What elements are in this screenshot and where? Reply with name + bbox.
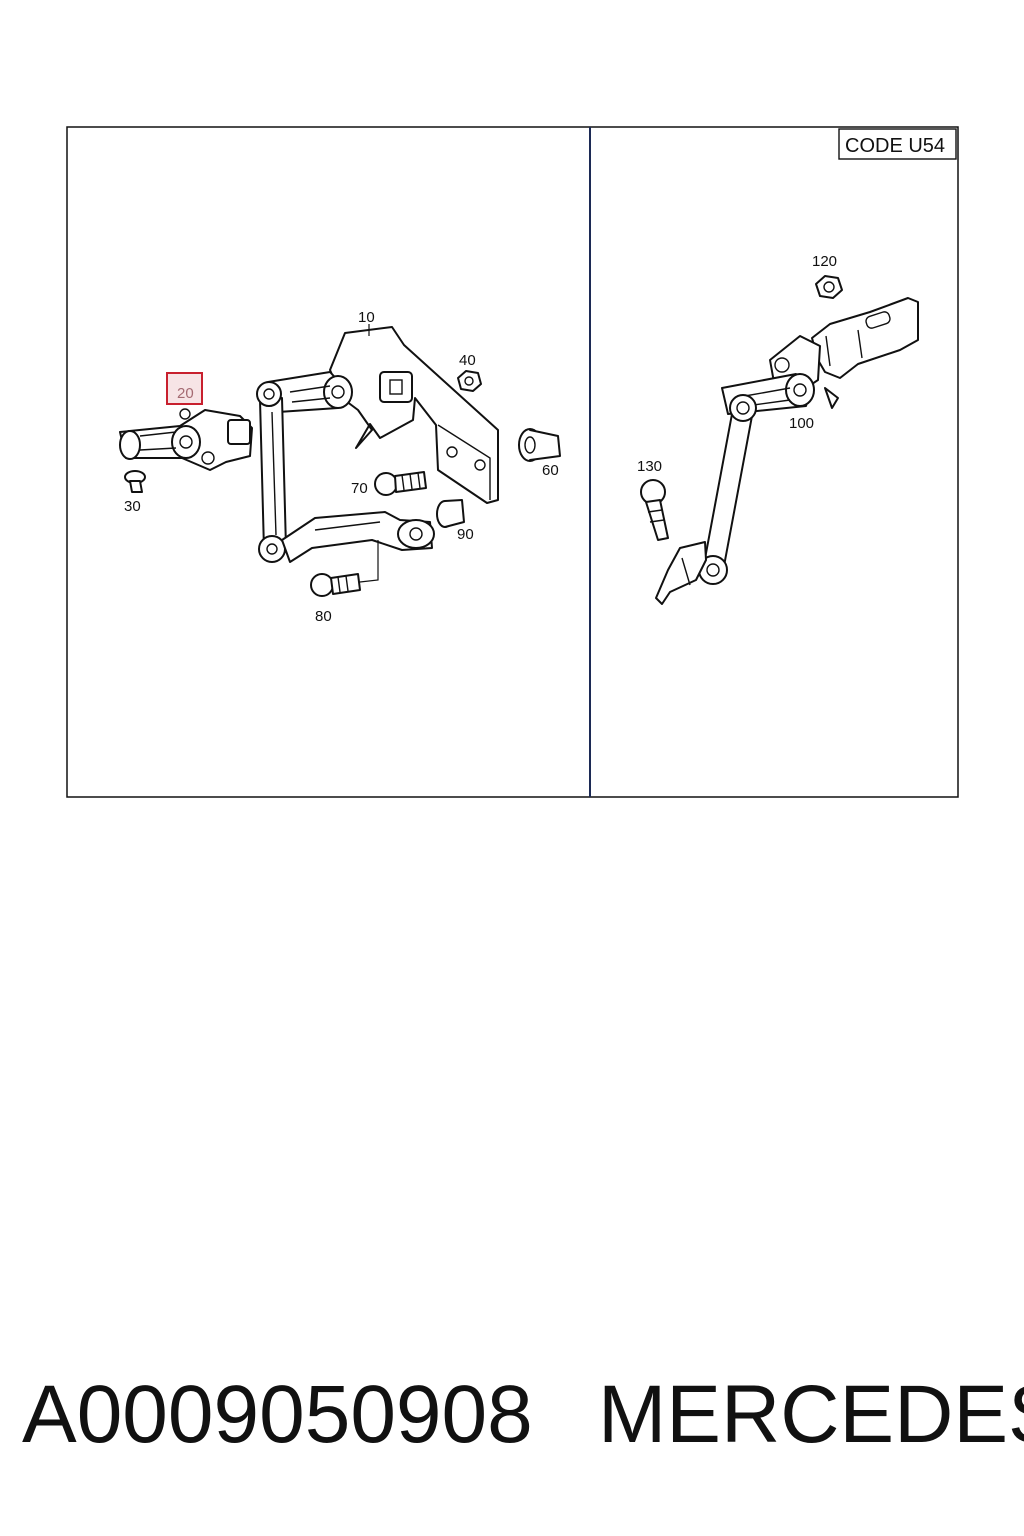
callout-120: 120 [812,253,837,270]
callout-100: 100 [789,415,814,432]
code-u54-badge: CODE U54 [838,128,957,160]
part-100-link-rod [698,394,757,585]
callout-10: 10 [358,309,375,326]
part-130-bolt [640,479,669,541]
part-80-bolt [310,540,379,597]
callout-70: 70 [351,480,368,497]
part-20-level-sensor [119,408,253,471]
part-70-bolt [374,471,427,496]
parts-diagram: CODE U54 [66,126,959,798]
part-30-screw [124,470,146,493]
part-120-nut [815,275,843,299]
callout-130: 130 [637,458,662,475]
part-footer: A0009050908 MERCEDES [0,1368,1024,1478]
code-label: CODE U54 [845,135,945,157]
diagram-frame [66,126,959,798]
part-10-bracket [329,324,499,504]
part-40-nut [457,370,482,392]
callout-20-highlight [166,372,203,405]
part-number: A0009050908 [22,1369,533,1460]
part-100-lower-bracket [655,541,707,605]
part-10-upper-lever [267,371,353,413]
part-10-link-rod [256,381,287,563]
part-60-bushing [518,428,561,462]
part-90-sleeve [436,499,465,528]
callout-60: 60 [542,462,559,479]
part-10-lower-arm [281,511,435,563]
callout-80: 80 [315,608,332,625]
callout-30: 30 [124,498,141,515]
callout-40: 40 [459,352,476,369]
brand-name: MERCEDES [598,1369,1024,1460]
callout-90: 90 [457,526,474,543]
callout-20: 20 [177,385,194,402]
